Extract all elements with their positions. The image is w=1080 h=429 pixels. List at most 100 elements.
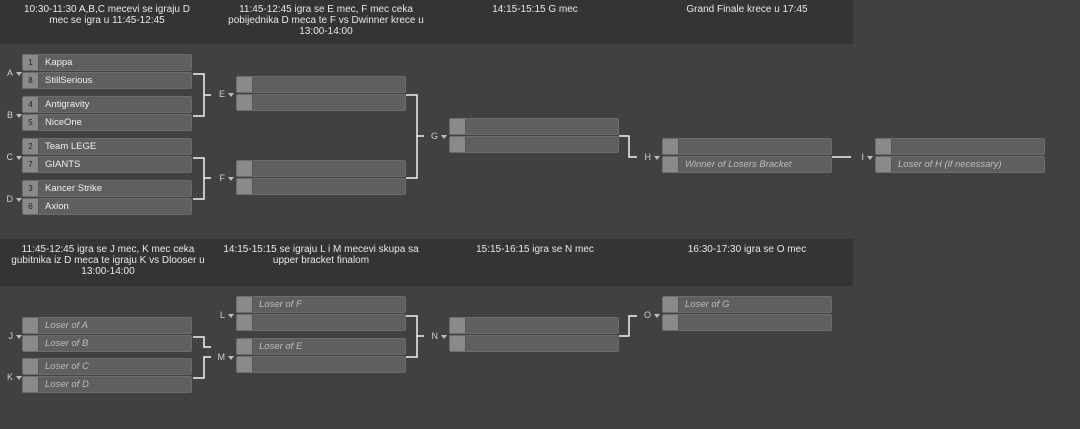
seed-number <box>663 297 679 312</box>
match-label-m[interactable]: M <box>212 352 234 362</box>
match-a[interactable]: 1 Kappa 8 StillSerious <box>22 54 192 90</box>
team-slot[interactable] <box>236 76 406 93</box>
seed-number: 7 <box>23 157 39 172</box>
match-label-j[interactable]: J <box>0 331 22 341</box>
chevron-down-icon <box>16 71 22 76</box>
match-label-a[interactable]: A <box>0 68 22 78</box>
upper-round-1-header: 10:30-11:30 A,B,C mecevi se igraju D mec… <box>23 4 190 26</box>
team-slot[interactable] <box>449 317 619 334</box>
team-slot[interactable] <box>236 94 406 111</box>
match-o[interactable]: Loser of G <box>662 296 832 332</box>
match-label-c[interactable]: C <box>0 152 22 162</box>
team-slot[interactable] <box>236 314 406 331</box>
team-slot[interactable]: Loser of A <box>22 317 192 334</box>
seed-number <box>237 179 253 194</box>
team-slot[interactable]: Loser of C <box>22 358 192 375</box>
team-name: Loser of F <box>259 299 302 310</box>
team-slot[interactable] <box>662 138 832 155</box>
team-name: Loser of D <box>45 379 89 390</box>
match-label-h[interactable]: H <box>638 152 660 162</box>
match-label-d[interactable]: D <box>0 194 22 204</box>
match-e[interactable] <box>236 76 406 112</box>
match-g[interactable] <box>449 118 619 154</box>
upper-round-2-header: 11:45-12:45 igra se E mec, F mec ceka po… <box>228 4 424 37</box>
match-l[interactable]: Loser of F <box>236 296 406 332</box>
chevron-down-icon <box>16 155 22 160</box>
team-slot[interactable]: Loser of E <box>236 338 406 355</box>
seed-number: 8 <box>23 73 39 88</box>
chevron-down-icon <box>228 313 234 318</box>
chevron-down-icon <box>441 134 447 139</box>
match-i[interactable]: Loser of H (if necessary) <box>875 138 1045 174</box>
team-name: Axion <box>45 201 69 212</box>
match-m[interactable]: Loser of E <box>236 338 406 374</box>
match-k[interactable]: Loser of C Loser of D <box>22 358 192 394</box>
team-slot[interactable] <box>662 314 832 331</box>
lower-round-1-header: 11:45-12:45 igra se J mec, K mec ceka gu… <box>11 244 205 277</box>
team-name: Loser of G <box>685 299 730 310</box>
team-name: Loser of E <box>259 341 303 352</box>
team-slot[interactable] <box>449 335 619 352</box>
team-name: Loser of H (if necessary) <box>898 159 1002 170</box>
match-h[interactable]: Winner of Losers Bracket <box>662 138 832 174</box>
match-label-e[interactable]: E <box>212 89 234 99</box>
upper-round-3-header: 14:15-15:15 G mec <box>492 4 578 15</box>
team-slot[interactable] <box>236 160 406 177</box>
seed-number <box>450 119 466 134</box>
team-slot[interactable]: Loser of F <box>236 296 406 313</box>
chevron-down-icon <box>16 113 22 118</box>
seed-number <box>23 359 39 374</box>
seed-number: 3 <box>23 181 39 196</box>
seed-number <box>237 95 253 110</box>
seed-number <box>663 139 679 154</box>
match-label-o[interactable]: O <box>638 310 660 320</box>
team-slot[interactable]: Loser of B <box>22 335 192 352</box>
team-slot[interactable] <box>449 118 619 135</box>
chevron-down-icon <box>228 355 234 360</box>
seed-number <box>23 318 39 333</box>
team-slot[interactable] <box>449 136 619 153</box>
team-slot[interactable] <box>875 138 1045 155</box>
chevron-down-icon <box>16 334 22 339</box>
team-name: Loser of C <box>45 361 89 372</box>
lower-round-4-header: 16:30-17:30 igra se O mec <box>687 244 807 255</box>
team-slot[interactable]: 8 StillSerious <box>22 72 192 89</box>
match-f[interactable] <box>236 160 406 196</box>
team-slot[interactable]: Loser of H (if necessary) <box>875 156 1045 173</box>
match-label-n[interactable]: N <box>425 331 447 341</box>
match-label-g[interactable]: G <box>425 131 447 141</box>
seed-number: 1 <box>23 55 39 70</box>
match-label-f[interactable]: F <box>212 173 234 183</box>
team-slot[interactable]: Loser of G <box>662 296 832 313</box>
team-slot[interactable]: Winner of Losers Bracket <box>662 156 832 173</box>
team-name: NiceOne <box>45 117 82 128</box>
seed-number <box>237 315 253 330</box>
team-slot[interactable] <box>236 356 406 373</box>
match-label-l[interactable]: L <box>212 310 234 320</box>
match-label-i[interactable]: I <box>851 152 873 162</box>
seed-number <box>237 297 253 312</box>
match-label-k[interactable]: K <box>0 372 22 382</box>
chevron-down-icon <box>16 375 22 380</box>
team-slot[interactable] <box>236 178 406 195</box>
team-slot[interactable]: Loser of D <box>22 376 192 393</box>
match-n[interactable] <box>449 317 619 353</box>
team-name: StillSerious <box>45 75 93 86</box>
lower-round-2-header: 14:15-15:15 se igraju L i M mecevi skupa… <box>223 244 419 266</box>
team-name: Kappa <box>45 57 73 68</box>
match-label-b[interactable]: B <box>0 110 22 120</box>
match-j[interactable]: Loser of A Loser of B <box>22 317 192 353</box>
upper-round-4-header: Grand Finale krece u 17:45 <box>686 4 808 15</box>
chevron-down-icon <box>867 155 873 160</box>
team-slot[interactable]: 1 Kappa <box>22 54 192 71</box>
seed-number <box>237 77 253 92</box>
